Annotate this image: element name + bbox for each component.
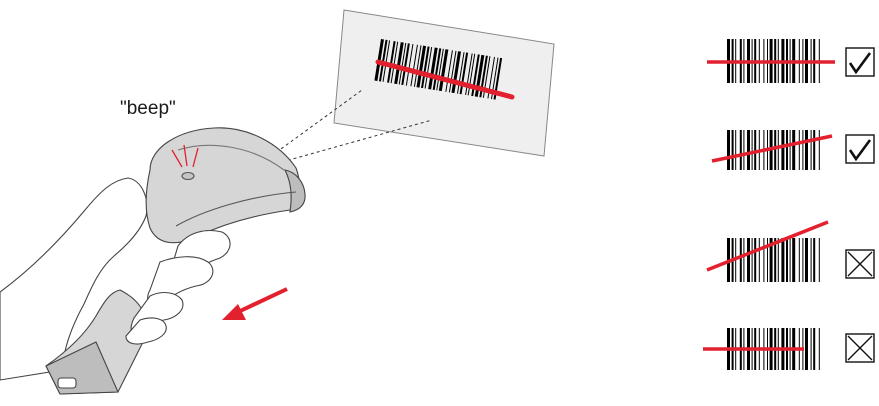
barcode-bar xyxy=(758,238,760,282)
barcode-bar xyxy=(810,328,812,370)
barcode-card xyxy=(333,9,555,157)
barcode-bar xyxy=(813,130,816,170)
barcode-bar xyxy=(394,42,404,85)
barcode-bar xyxy=(398,42,407,85)
barcode-bar xyxy=(767,238,768,282)
scanner-head xyxy=(284,169,306,213)
scanner-indicator-led xyxy=(181,171,195,181)
barcode-bar xyxy=(792,130,796,170)
arrow-left-down-icon xyxy=(222,287,288,320)
scan-examples xyxy=(703,39,875,370)
barcode-bar xyxy=(777,130,779,170)
barcode-bar xyxy=(387,41,396,83)
barcode-bar xyxy=(739,238,742,282)
barcode-bar xyxy=(727,130,730,170)
barcode-bar xyxy=(751,130,753,170)
barcode-bar xyxy=(763,238,765,282)
barcode-bar xyxy=(798,130,800,170)
barcode-bar xyxy=(786,238,788,282)
barcode-bar xyxy=(432,48,442,91)
barcode-bar xyxy=(810,238,812,282)
barcode-bar xyxy=(410,44,418,87)
scanner-port xyxy=(57,377,77,389)
barcode-bar xyxy=(731,130,734,170)
example-barcode xyxy=(727,130,820,170)
barcode-bar xyxy=(818,328,820,370)
barcode-bar xyxy=(813,238,816,282)
barcode-bar xyxy=(378,39,388,82)
barcode-bar xyxy=(743,130,745,170)
barcode-bar xyxy=(818,238,820,282)
card-sheet xyxy=(333,9,555,157)
scanner-body xyxy=(145,127,300,244)
barcode-bar xyxy=(774,238,777,282)
barcode-bar xyxy=(781,130,785,170)
hand-holding-scanner xyxy=(0,127,306,395)
barcode-bar xyxy=(493,57,503,100)
arm xyxy=(0,177,148,381)
barcode-bar xyxy=(810,130,812,170)
beep-indicator-lines xyxy=(171,144,199,168)
scanner-top-ridge xyxy=(177,144,285,171)
barcode-bar xyxy=(818,130,820,170)
example-level-full xyxy=(707,39,875,83)
laser-line xyxy=(711,134,833,163)
example-angled-full xyxy=(711,130,875,170)
barcode-bar xyxy=(382,40,391,82)
barcode-bar xyxy=(735,130,737,170)
barcode-bar xyxy=(813,328,816,370)
scan-beam xyxy=(251,89,433,171)
barcode-bar xyxy=(390,41,399,84)
barcode-bar xyxy=(428,47,438,90)
barcode-bar xyxy=(743,238,745,282)
barcode-bar xyxy=(487,56,495,99)
ring-finger xyxy=(125,317,167,345)
example-level-partial xyxy=(703,328,875,370)
check-icon xyxy=(845,47,875,77)
barcode-bar xyxy=(802,238,804,282)
barcode-bar xyxy=(751,238,753,282)
barcode-bar xyxy=(798,238,800,282)
barcode-bar xyxy=(405,43,414,86)
x-icon xyxy=(845,249,875,279)
barcode-bar xyxy=(754,130,757,170)
check-icon xyxy=(845,134,875,164)
barcode-bar xyxy=(747,130,750,170)
example-steep-angle xyxy=(706,220,875,282)
barcode-bar xyxy=(792,238,796,282)
scanner-grip-ridge xyxy=(175,191,297,227)
barcode-bar xyxy=(424,46,433,89)
barcode-bar xyxy=(805,238,808,282)
barcode-bar xyxy=(413,45,422,87)
barcode-bar xyxy=(781,238,785,282)
barcode-bar xyxy=(802,130,804,170)
barcode-bar xyxy=(754,238,757,282)
barcode-bar xyxy=(789,130,791,170)
barcode-bar xyxy=(786,130,788,170)
barcode-bar xyxy=(416,45,427,88)
x-icon xyxy=(845,333,875,363)
barcode-bar xyxy=(421,46,430,89)
barcode-bar xyxy=(747,238,750,282)
card-laser-line xyxy=(375,59,515,100)
beep-label: "beep" xyxy=(120,98,176,119)
barcode-bar xyxy=(769,238,773,282)
barcode-bar xyxy=(805,328,808,370)
barcode-bar xyxy=(777,238,779,282)
barcode-bar xyxy=(401,43,410,86)
barcode-bar xyxy=(774,130,777,170)
barcode-bar xyxy=(805,130,808,170)
barcode-bar xyxy=(789,238,791,282)
barcode-bar xyxy=(490,57,499,100)
barcode-bar xyxy=(739,130,742,170)
laser-line xyxy=(706,220,829,272)
